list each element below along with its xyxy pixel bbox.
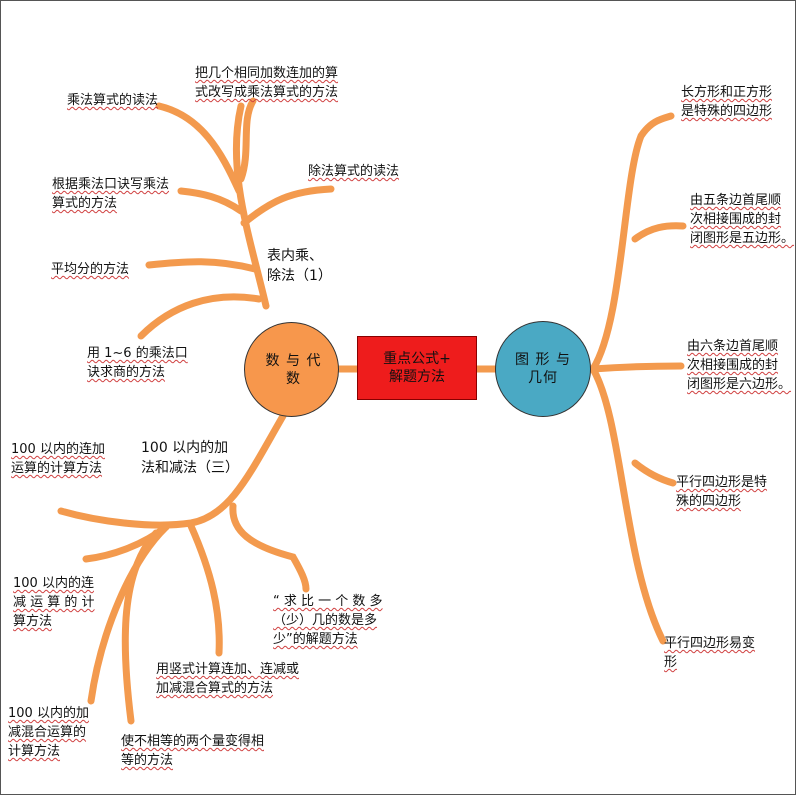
leaf-quotient-method: 用 1~6 的乘法口 诀求商的方法 (87, 346, 188, 380)
topic-addition-subtraction: 100 以内的加 法和减法（三） (141, 440, 239, 476)
right-node-geometry[interactable]: 图 形 与 几何 (495, 321, 591, 417)
leaf-lianjian: 100 以内的连 减 运 算 的 计 算方法 (13, 576, 95, 629)
leaf-division-reading: 除法算式的读法 (308, 164, 400, 179)
branch-to-pentagon (631, 222, 687, 243)
leaf-vertical-calc: 用竖式计算连加、连减或 加减混合算式的方法 (156, 662, 300, 696)
branch-to-repeated-addition (237, 97, 257, 183)
leaf-equalize: 使不相等的两个量变得相 等的方法 (121, 734, 265, 768)
leaf-pentagon: 由五条边首尾顺 次相接围成的封 闭图形是五边形。 (690, 193, 795, 246)
branch-to-parallelogram (631, 459, 677, 487)
left-node-numbers-algebra[interactable]: 数 与 代 数 (244, 322, 339, 417)
center-node[interactable]: 重点公式+ 解题方法 (357, 336, 477, 400)
branch-to-vertical-calc (187, 522, 223, 657)
branch-group (57, 97, 687, 725)
leaf-more-less: “ 求 比 一 个 数 多 （少）几的数是多 少”的解题方法 (273, 594, 383, 647)
leaf-lianjia: 100 以内的连加 运算的计算方法 (11, 442, 105, 476)
branch-to-more-less (229, 502, 310, 593)
branch-to-hexagon (589, 362, 685, 373)
topic-multiplication-division: 表内乘、 除法（1） (267, 248, 332, 284)
branch-to-equal-sharing (145, 258, 259, 273)
branch-to-equalize (121, 529, 160, 725)
branch-to-division-reading (240, 185, 335, 227)
branch-trunk-right-lower (589, 365, 667, 645)
branch-to-multiplication-formula (177, 187, 245, 215)
leaf-equal-sharing: 平均分的方法 (51, 262, 130, 277)
leaf-repeated-addition: 把几个相同加数连加的算 式改写成乘法算式的方法 (195, 66, 339, 100)
leaf-hexagon: 由六条边首尾顺 次相接围成的封 闭图形是六边形。 (687, 339, 792, 392)
leaf-mixed-operations: 100 以内的加 减混合运算的 计算方法 (8, 706, 89, 759)
leaf-rectangle-square: 长方形和正方形 是特殊的四边形 (681, 85, 773, 119)
branch-trunk-upper-left (232, 102, 270, 310)
leaf-parallelogram-special: 平行四边形是特 殊的四边形 (676, 475, 768, 509)
leaf-parallelogram-deform: 平行四边形易变 形 (664, 636, 756, 670)
branch-to-quotient-method (137, 293, 263, 340)
branch-trunk-right (589, 112, 675, 373)
branch-to-multiply-reading (155, 102, 243, 195)
leaf-multiplication-formula: 根据乘法口诀写乘法 算式的方法 (52, 177, 170, 211)
leaf-multiply-reading: 乘法算式的读法 (67, 93, 159, 108)
